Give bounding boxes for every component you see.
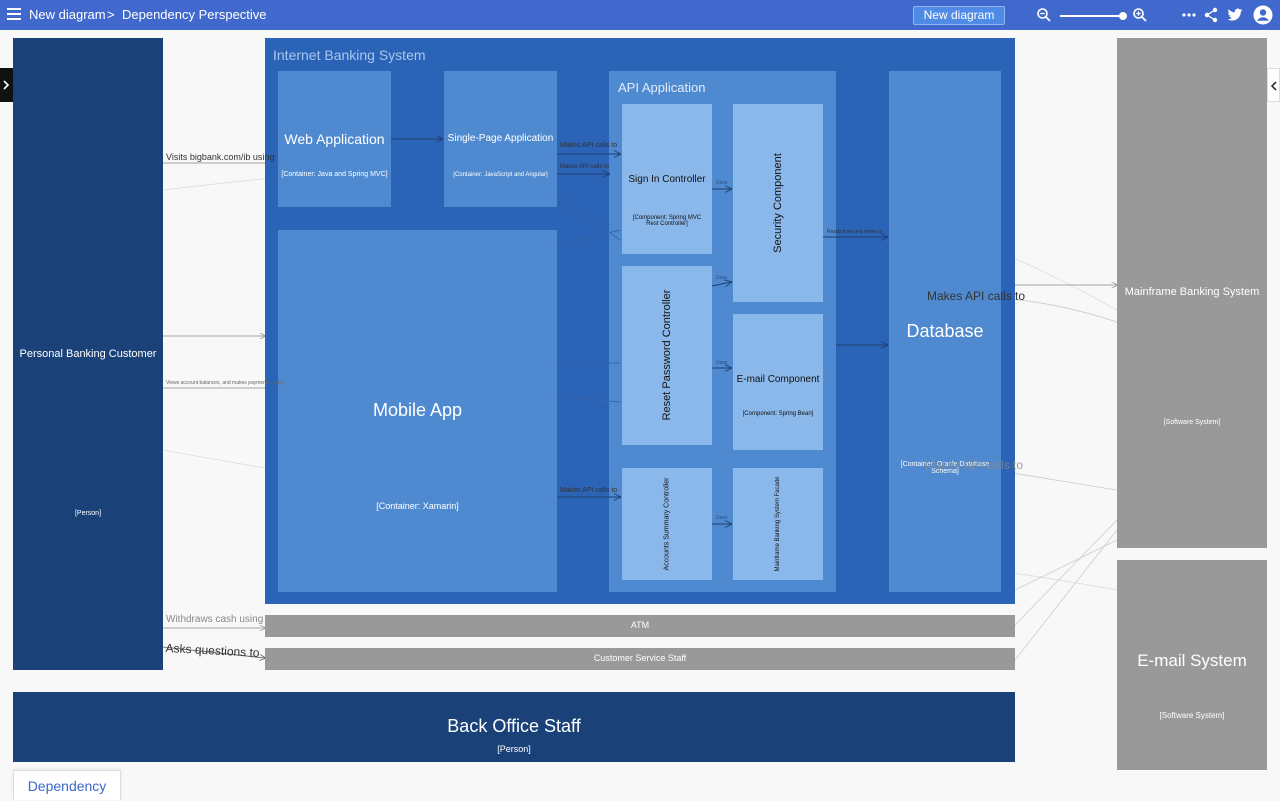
account-icon[interactable] xyxy=(1253,5,1273,25)
node-type: [Person] xyxy=(497,744,531,754)
node-title: Mainframe Banking System xyxy=(1124,286,1260,298)
edge-label-uses: Uses xyxy=(716,275,728,281)
zoom-out-icon[interactable] xyxy=(1036,7,1052,23)
edge-label-api-calls-large: Makes API calls to xyxy=(927,289,1026,303)
component-email[interactable]: E-mail Component [Component: Spring Bean… xyxy=(733,314,823,450)
node-title: Customer Service Staff xyxy=(593,653,687,663)
perspective-tabbar: Dependency xyxy=(0,770,1280,800)
zoom-slider[interactable] xyxy=(1060,12,1127,20)
component-security[interactable]: Security Component xyxy=(733,104,823,302)
node-type: [Person] xyxy=(74,510,102,517)
zoom-in-icon[interactable] xyxy=(1132,7,1148,23)
system-atm[interactable]: ATM xyxy=(265,615,1015,637)
node-type: [Software System] xyxy=(1159,711,1225,720)
person-customer-service-staff[interactable]: Customer Service Staff xyxy=(265,648,1015,670)
component-reset-password-controller[interactable]: Reset Password Controller xyxy=(622,266,712,445)
node-type: [Component: Spring MVC Rest Controller] xyxy=(632,215,702,227)
node-title: Sign In Controller xyxy=(628,174,706,185)
edge-label-views: Views account balances, and makes paymen… xyxy=(166,380,284,386)
edge-label-api-calls: Makes API calls to xyxy=(560,487,618,494)
container-database[interactable]: Database [Container: Oracle Database Sch… xyxy=(889,71,1001,592)
component-accounts-summary-controller[interactable]: Accounts Summary Controller xyxy=(622,468,712,580)
breadcrumb-current: Dependency Perspective xyxy=(122,7,267,22)
system-email[interactable]: E-mail System [Software System] xyxy=(1117,560,1267,770)
node-title: Single-Page Application xyxy=(447,133,554,144)
person-personal-banking-customer[interactable]: Personal Banking Customer [Person] xyxy=(13,38,163,670)
node-title: Database xyxy=(906,321,984,341)
diagram-canvas[interactable]: Personal Banking Customer [Person] Inter… xyxy=(0,30,1280,770)
node-title: Mobile App xyxy=(372,400,463,420)
container-web-application[interactable]: Web Application [Container: Java and Spr… xyxy=(278,71,391,207)
container-mobile-app[interactable]: Mobile App [Container: Xamarin] xyxy=(278,230,557,592)
node-title: Back Office Staff xyxy=(447,716,581,736)
breadcrumb-separator: > xyxy=(107,7,115,22)
node-type: [Container: Java and Spring MVC] xyxy=(281,171,388,178)
node-type: [Component: Spring Bean] xyxy=(742,411,814,417)
person-back-office-staff[interactable]: Back Office Staff [Person] xyxy=(13,692,1015,762)
component-sign-in-controller[interactable]: Sign In Controller [Component: Spring MV… xyxy=(622,104,712,254)
boundary-title: Internet Banking System xyxy=(273,47,426,63)
breadcrumb-root[interactable]: New diagram xyxy=(29,7,106,22)
toolbar: New diagram > Dependency Perspective New… xyxy=(0,0,1280,30)
system-mainframe-banking[interactable]: Mainframe Banking System [Software Syste… xyxy=(1117,38,1267,548)
container-single-page-application[interactable]: Single-Page Application [Container: Java… xyxy=(444,71,557,207)
node-type: [Container: Xamarin] xyxy=(376,501,459,511)
chevron-left-icon xyxy=(1270,81,1277,91)
node-title: E-mail Component xyxy=(736,374,820,385)
new-diagram-button[interactable]: New diagram xyxy=(913,6,1005,25)
edge-label-withdraws: Withdraws cash using xyxy=(166,614,264,625)
edge-label-visits: Visits bigbank.com/ib using xyxy=(166,152,275,162)
container-title: API Application xyxy=(618,80,706,95)
node-title: E-mail System xyxy=(1137,651,1247,670)
node-title: ATM xyxy=(630,620,650,630)
node-type: [Software System] xyxy=(1163,419,1221,426)
node-type: [Container: JavaScript and Angular] xyxy=(453,172,548,178)
more-icon[interactable] xyxy=(1181,7,1197,23)
edge-label-api-calls: Makes API calls to xyxy=(560,142,618,149)
node-title: Web Application xyxy=(284,131,385,147)
right-panel-toggle[interactable] xyxy=(1267,68,1280,102)
edge-label-reads-writes: Reads from and writes to xyxy=(827,229,883,235)
component-mainframe-facade[interactable]: Mainframe Banking System Facade xyxy=(733,468,823,580)
node-title: Personal Banking Customer xyxy=(19,348,157,360)
relationship-arrows xyxy=(391,30,1280,770)
edge-label-api-calls-faded: Makes API calls to xyxy=(925,458,1024,472)
left-panel-toggle[interactable] xyxy=(0,68,13,102)
edge-label-api-calls: Makes API calls to xyxy=(560,164,610,170)
edge-label-uses: Uses xyxy=(716,515,728,521)
twitter-icon[interactable] xyxy=(1227,7,1243,23)
edge-label-uses: Uses xyxy=(716,180,728,186)
zoom-slider-handle[interactable] xyxy=(1119,12,1127,20)
menu-icon[interactable] xyxy=(7,8,21,21)
share-icon[interactable] xyxy=(1203,7,1219,23)
edge-label-uses: Uses xyxy=(716,360,728,366)
node-type: [Container: Oracle Database Schema] xyxy=(900,461,990,475)
tab-dependency[interactable]: Dependency xyxy=(13,770,121,800)
chevron-right-icon xyxy=(3,80,10,90)
